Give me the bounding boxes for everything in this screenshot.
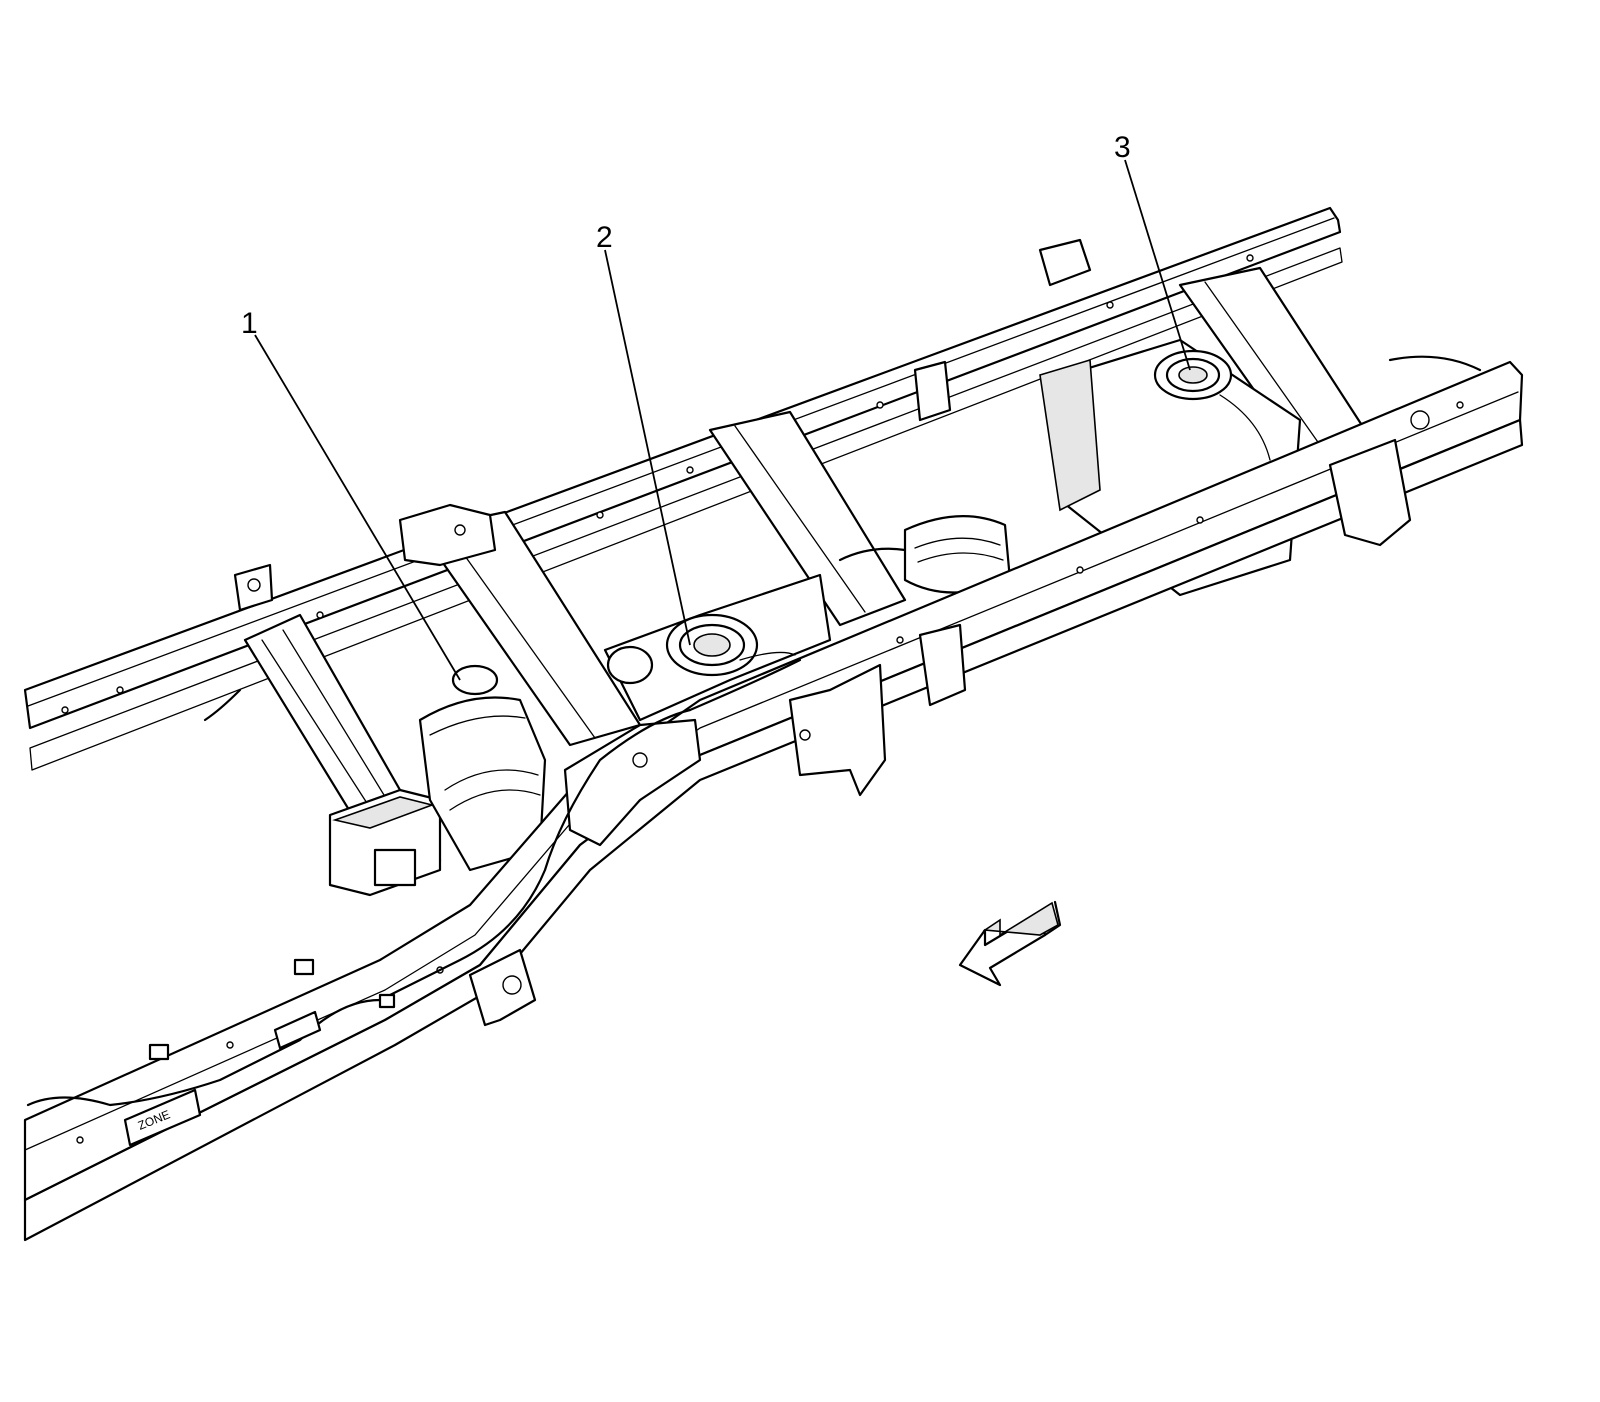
callout-labels: 1 2 3 — [241, 131, 1131, 340]
evap-canister — [328, 664, 547, 897]
forward-direction-arrow-icon — [958, 900, 1062, 987]
frame-brackets — [233, 238, 1430, 1027]
callout-3-label: 3 — [1114, 131, 1131, 164]
far-frame-rail — [23, 206, 1343, 771]
callout-2-label: 2 — [596, 221, 613, 254]
callout-1-label: 1 — [241, 307, 258, 340]
fuel-tank — [603, 573, 832, 722]
callout-1-leader — [254, 334, 461, 681]
callout-leaders — [254, 159, 1191, 681]
wiring-harness — [26, 355, 1482, 1107]
callout-2-leader — [604, 249, 691, 646]
crossmembers — [243, 266, 1367, 887]
rail-holes — [61, 254, 1464, 1144]
callout-3-leader — [1124, 159, 1191, 371]
